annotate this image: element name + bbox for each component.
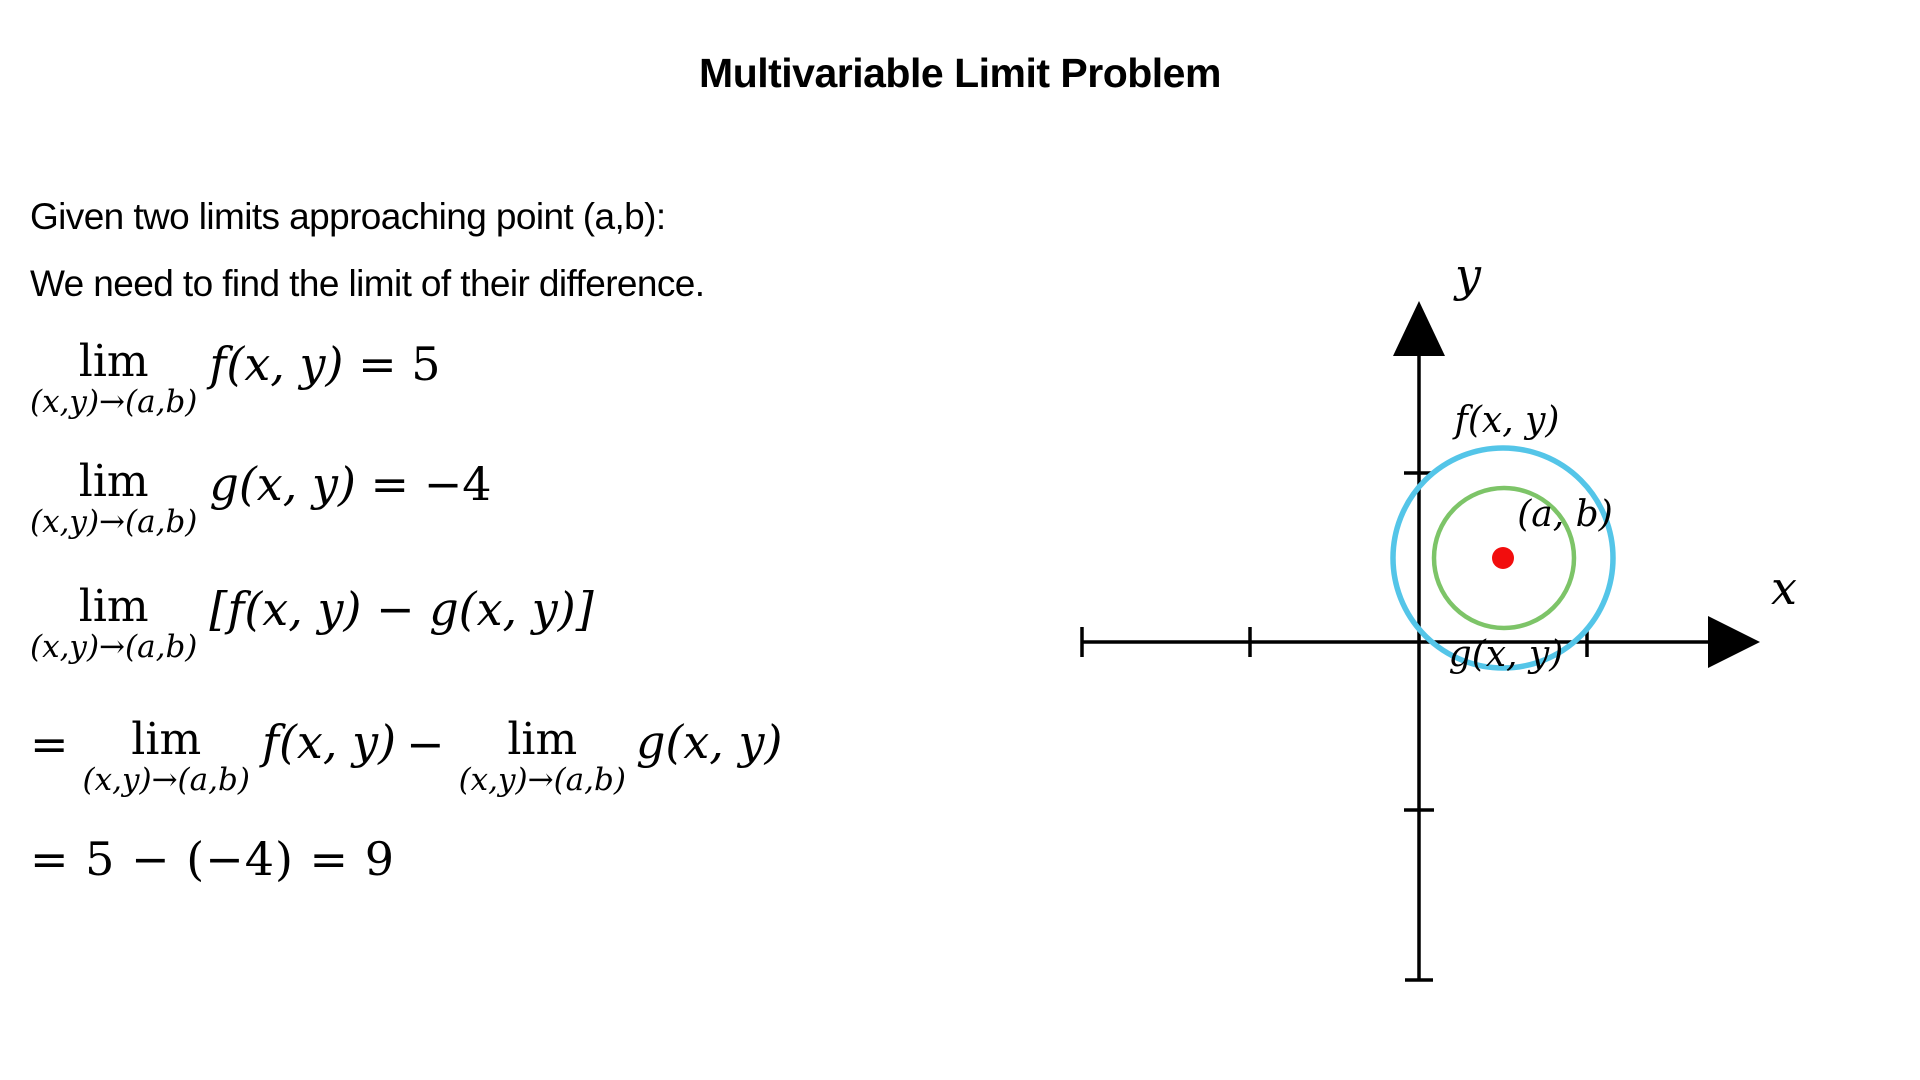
g-function-label: g(x, y) bbox=[1449, 634, 1564, 675]
lim-subscript: (x,y)→(a,b) bbox=[30, 384, 198, 420]
minus-sign: − bbox=[406, 717, 445, 771]
equation-split-limits: = lim (x,y)→(a,b) f(x, y) − lim (x,y)→(a… bbox=[30, 718, 782, 796]
equation-limit-difference: lim (x,y)→(a,b) [f(x, y) − g(x, y)] bbox=[30, 585, 594, 663]
equation-final-answer: = 5 − (−4) = 9 bbox=[30, 832, 395, 886]
equation-result: = −4 bbox=[355, 457, 492, 511]
lim-subscript: (x,y)→(a,b) bbox=[30, 629, 198, 665]
lim-operator: lim bbox=[78, 581, 149, 632]
y-axis-label: y bbox=[1453, 248, 1482, 302]
function-f: f(x, y) bbox=[209, 337, 344, 391]
function-g: g(x, y) bbox=[635, 715, 783, 769]
equation-limit-f: lim (x,y)→(a,b) f(x, y) = 5 bbox=[30, 340, 441, 418]
equation-result: = 5 bbox=[343, 337, 441, 391]
lim-operator: lim bbox=[78, 336, 149, 387]
x-axis-arrowhead bbox=[1708, 616, 1760, 668]
lim-operator: lim bbox=[507, 714, 578, 765]
lim-block: lim (x,y)→(a,b) bbox=[30, 340, 197, 418]
lim-subscript: (x,y)→(a,b) bbox=[30, 504, 198, 540]
equation-expression: g(x, y) = −4 bbox=[209, 460, 491, 508]
intro-line-2: We need to find the limit of their diffe… bbox=[30, 263, 705, 304]
function-g: g(x, y) bbox=[209, 457, 356, 511]
equation-expression: f(x, y) = 5 bbox=[209, 340, 440, 388]
lim-block-2: lim (x,y)→(a,b) bbox=[459, 718, 626, 796]
page-title: Multivariable Limit Problem bbox=[699, 50, 1221, 96]
inner-neighborhood-circle bbox=[1431, 485, 1577, 631]
lim-block: lim (x,y)→(a,b) bbox=[30, 460, 197, 538]
lim-operator: lim bbox=[78, 456, 149, 507]
point-ab-dot bbox=[1492, 547, 1514, 569]
lim-block: lim (x,y)→(a,b) bbox=[30, 585, 197, 663]
intro-line-1: Given two limits approaching point (a,b)… bbox=[30, 196, 666, 237]
equation-expression: [f(x, y) − g(x, y)] bbox=[209, 582, 594, 636]
x-axis-label: x bbox=[1771, 561, 1797, 615]
lim-block-1: lim (x,y)→(a,b) bbox=[83, 718, 250, 796]
final-answer-text: = 5 − (−4) = 9 bbox=[30, 832, 395, 886]
point-ab-label: (a, b) bbox=[1517, 494, 1612, 535]
lim-subscript: (x,y)→(a,b) bbox=[458, 762, 626, 798]
y-axis-arrowhead bbox=[1393, 301, 1445, 356]
function-f: f(x, y) bbox=[261, 715, 397, 769]
lim-operator: lim bbox=[131, 714, 202, 765]
lim-subscript: (x,y)→(a,b) bbox=[82, 762, 250, 798]
f-function-label: f(x, y) bbox=[1452, 400, 1560, 441]
outer-neighborhood-circle bbox=[1390, 445, 1616, 671]
equals-sign: = bbox=[30, 717, 69, 771]
equation-limit-g: lim (x,y)→(a,b) g(x, y) = −4 bbox=[30, 460, 492, 538]
